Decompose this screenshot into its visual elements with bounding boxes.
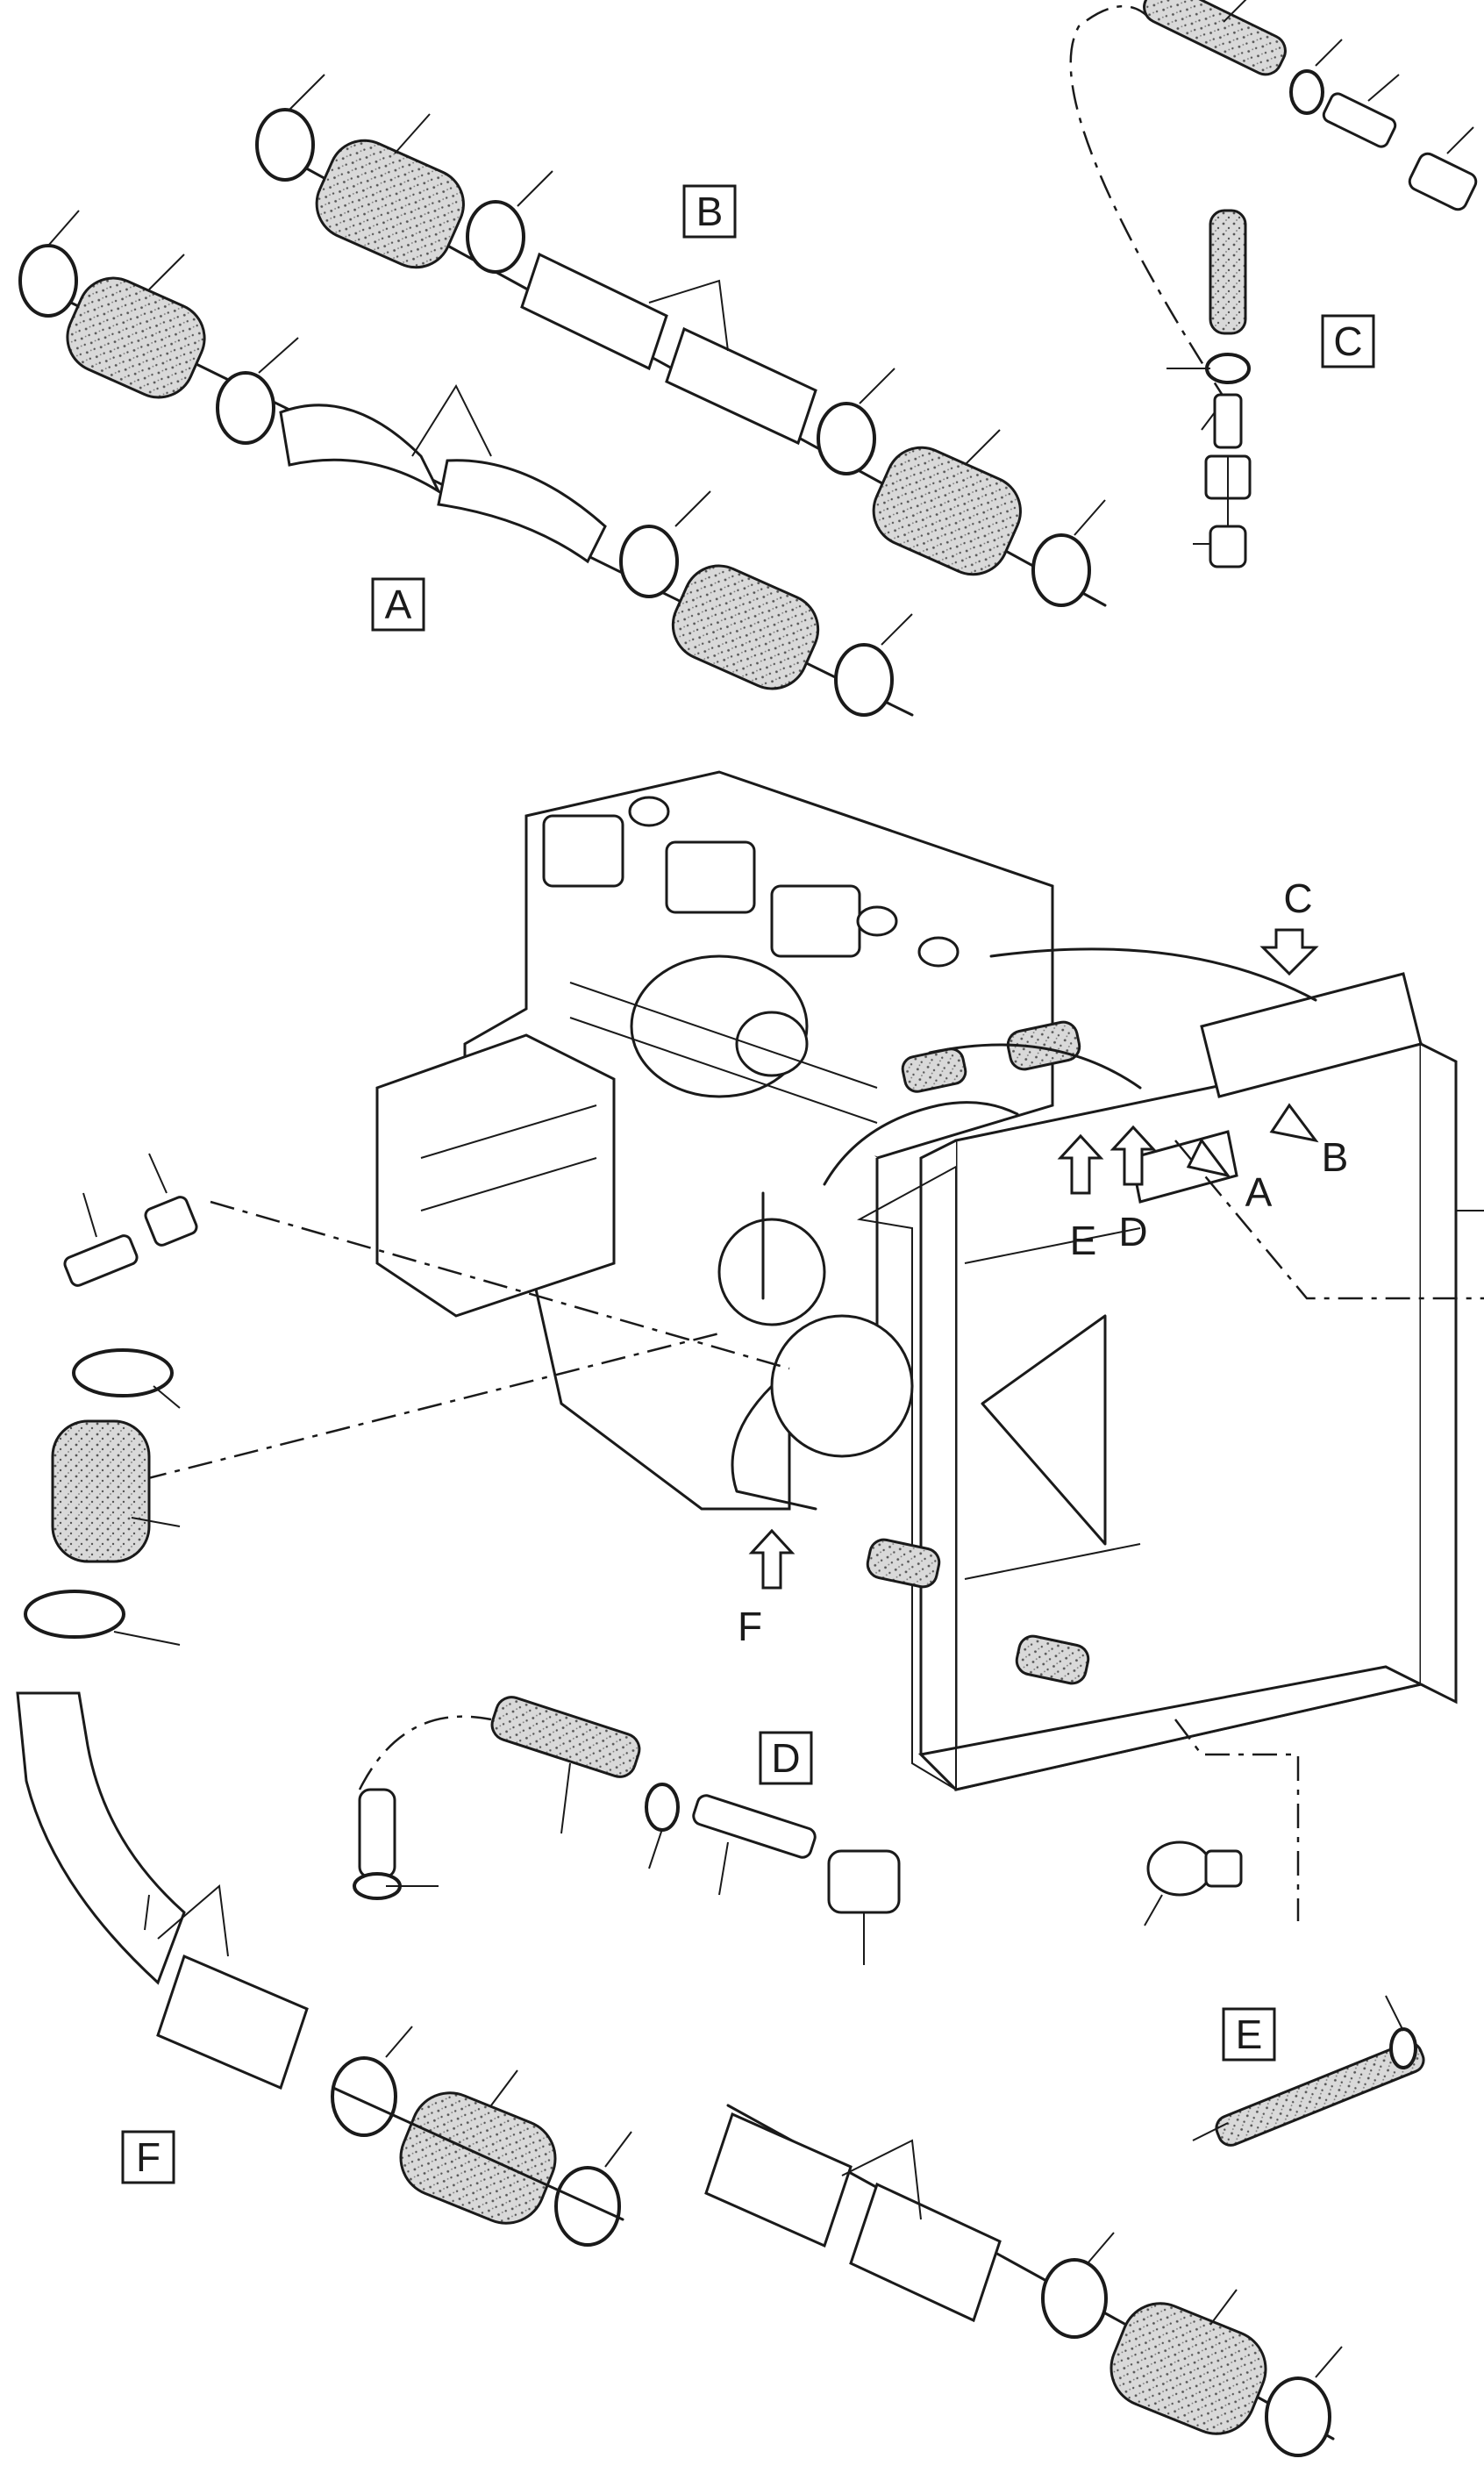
- hose-clamp: [1205, 353, 1251, 384]
- callout-arrow-d: D: [1109, 1125, 1157, 1254]
- tube-section: [156, 1954, 309, 2090]
- rubber-hose: [671, 564, 820, 690]
- leader-line-d: [1174, 1140, 1484, 1300]
- fitting-assembly-left: [63, 1153, 198, 1287]
- hose-clamp: [18, 244, 78, 318]
- tube-section: [279, 404, 442, 496]
- svg-text:A: A: [385, 582, 412, 627]
- svg-text:D: D: [771, 1735, 800, 1781]
- hose-clamp: [255, 108, 315, 182]
- svg-text:D: D: [1118, 1209, 1147, 1254]
- rubber-hose: [866, 1538, 941, 1589]
- hose-assembly-b: [255, 74, 1107, 607]
- hose-clamp: [645, 1783, 680, 1832]
- svg-text:F: F: [136, 2134, 161, 2180]
- tube-section: [665, 326, 817, 446]
- hose-clamp: [1041, 2258, 1108, 2339]
- braided-hose: [490, 1696, 641, 1778]
- hose-clamp: [331, 2056, 397, 2137]
- hose-clamp: [466, 200, 525, 274]
- tube-section: [520, 252, 668, 371]
- hex-fitting: [144, 1196, 198, 1247]
- hose-clamp: [24, 1590, 125, 1639]
- rubber-hose: [1015, 1634, 1090, 1685]
- rubber-hose: [399, 2091, 557, 2225]
- hose-clamp: [1265, 2376, 1331, 2457]
- callout-arrow-e: E: [1057, 1133, 1104, 1263]
- tube-section: [704, 2112, 853, 2248]
- leader-line-e: [1174, 1719, 1300, 1921]
- rubber-hose: [66, 276, 206, 399]
- hose-clamp: [1289, 69, 1324, 115]
- rubber-hose: [51, 1419, 151, 1563]
- hose-clamp: [619, 525, 679, 598]
- radiator: [731, 947, 1458, 1791]
- connector-fitting: [1408, 152, 1478, 211]
- hose-clamp: [554, 2166, 621, 2247]
- tube-section: [437, 459, 607, 564]
- hose-clamp: [216, 371, 275, 445]
- fitting-assembly-e: E: [1144, 1840, 1425, 2147]
- fitting-assembly-d: D: [353, 1696, 901, 1965]
- rubber-hose: [1109, 2302, 1267, 2435]
- hose-assembly-a: [18, 210, 914, 717]
- small-hose: [1215, 2041, 1425, 2147]
- fitting-assembly-c: C: [1069, 0, 1478, 568]
- callout-arrow-c: C: [1259, 876, 1319, 976]
- svg-text:B: B: [696, 189, 724, 234]
- hose-assembly-f: F: [16, 1348, 632, 2247]
- callout-arrow-a: A: [1186, 1138, 1273, 1215]
- rubber-hose: [315, 139, 465, 269]
- tube-section: [849, 2182, 1002, 2323]
- svg-text:C: C: [1283, 876, 1312, 921]
- leader-line-f: [96, 1332, 720, 1493]
- hose-clamp: [1031, 533, 1091, 607]
- svg-text:F: F: [738, 1604, 762, 1649]
- adapter-fitting: [692, 1794, 817, 1859]
- adapter-fitting: [63, 1234, 139, 1287]
- view-label-a: A: [371, 577, 425, 632]
- view-label-b: B: [682, 184, 737, 239]
- small-hose: [1209, 209, 1247, 335]
- hose-assembly-bottom: [704, 2104, 1343, 2457]
- callout-arrow-f: F: [738, 1528, 796, 1649]
- adapter-fitting: [1213, 393, 1243, 449]
- hex-fitting: [1204, 1849, 1243, 1888]
- svg-text:E: E: [1070, 1218, 1097, 1263]
- adapter-fitting: [1322, 92, 1397, 148]
- connector-fitting: [1209, 525, 1247, 568]
- hose-clamp: [1389, 2027, 1417, 2069]
- svg-text:C: C: [1333, 318, 1362, 364]
- hose-clamp: [817, 402, 876, 475]
- svg-text:A: A: [1245, 1169, 1273, 1215]
- small-hose: [1143, 0, 1287, 76]
- elbow-connector: [827, 1849, 901, 1914]
- svg-text:E: E: [1236, 2012, 1263, 2057]
- hose-clamp: [834, 643, 894, 717]
- elbow-tube: [16, 1691, 186, 1985]
- rubber-hose: [1006, 1020, 1081, 1071]
- callout-arrow-b: B: [1269, 1103, 1349, 1180]
- small-hose: [358, 1788, 396, 1879]
- rubber-hose: [872, 446, 1022, 576]
- sensor-body: [1146, 1840, 1213, 1897]
- leader-line-fitting: [210, 1200, 790, 1370]
- svg-text:B: B: [1322, 1134, 1349, 1180]
- hose-clamp: [72, 1348, 174, 1397]
